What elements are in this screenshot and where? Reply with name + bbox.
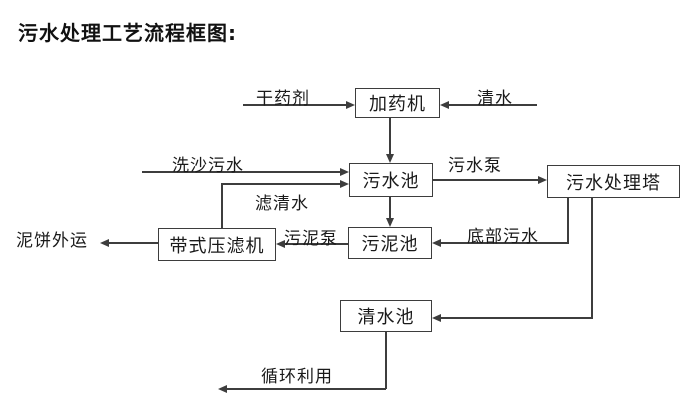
diagram-title: 污水处理工艺流程框图: xyxy=(18,21,237,45)
line-sand-washing-sewage xyxy=(142,171,341,173)
arrow-tower-to-clean-icon xyxy=(432,314,441,322)
arrow-bottom-sewage-icon xyxy=(432,239,441,247)
label-sludge-pump: 污泥泵 xyxy=(284,229,338,249)
node-sludge-pool: 污泥池 xyxy=(348,227,432,259)
line-sewage-pump xyxy=(433,179,539,181)
line-recycle-horizontal xyxy=(226,388,386,390)
line-bottom-sewage-vertical xyxy=(567,198,569,244)
arrow-sand-washing-sewage-icon xyxy=(340,168,349,176)
arrow-sewage-pump-icon xyxy=(538,176,547,184)
line-mud-cake-out xyxy=(108,242,158,244)
line-sludge-pump xyxy=(284,243,348,245)
label-sand-washing-sewage: 洗沙污水 xyxy=(172,156,244,176)
line-clean-water xyxy=(448,104,537,106)
arrow-sludge-pump-icon xyxy=(276,240,285,248)
line-recycle-vertical xyxy=(385,332,387,389)
label-filtered-water: 滤清水 xyxy=(255,194,309,214)
label-bottom-sewage: 底部污水 xyxy=(467,227,539,247)
line-bottom-sewage-horizontal xyxy=(441,242,569,244)
line-tower-to-clean-vertical xyxy=(591,198,593,319)
label-dry-agent: 干药剂 xyxy=(256,89,310,109)
line-tower-to-clean-horizontal xyxy=(441,317,593,319)
node-dosing-machine: 加药机 xyxy=(355,88,440,118)
label-recycle-use: 循环利用 xyxy=(261,367,333,387)
label-clean-water: 清水 xyxy=(477,89,513,109)
label-mud-cake-out: 泥饼外运 xyxy=(16,231,88,251)
arrow-clean-water-icon xyxy=(440,101,449,109)
node-belt-filter-press: 带式压滤机 xyxy=(158,228,276,261)
line-filtered-water-horizontal xyxy=(221,183,341,185)
arrow-sewage-to-sludge-icon xyxy=(386,218,394,227)
line-dosing-to-sewage xyxy=(389,118,391,155)
line-filtered-water-vertical xyxy=(221,183,223,228)
node-clean-water-pool: 清水池 xyxy=(340,300,432,332)
arrow-dosing-to-sewage-icon xyxy=(386,154,394,163)
arrow-filtered-water-icon xyxy=(340,180,349,188)
line-dry-agent xyxy=(243,104,347,106)
arrow-dry-agent-icon xyxy=(346,101,355,109)
node-treatment-tower: 污水处理塔 xyxy=(547,165,680,198)
node-sewage-pool: 污水池 xyxy=(349,163,433,197)
line-sewage-to-sludge xyxy=(389,197,391,219)
arrow-mud-cake-out-icon xyxy=(100,239,109,247)
arrow-recycle-icon xyxy=(218,385,227,393)
label-sewage-pump: 污水泵 xyxy=(448,156,502,176)
